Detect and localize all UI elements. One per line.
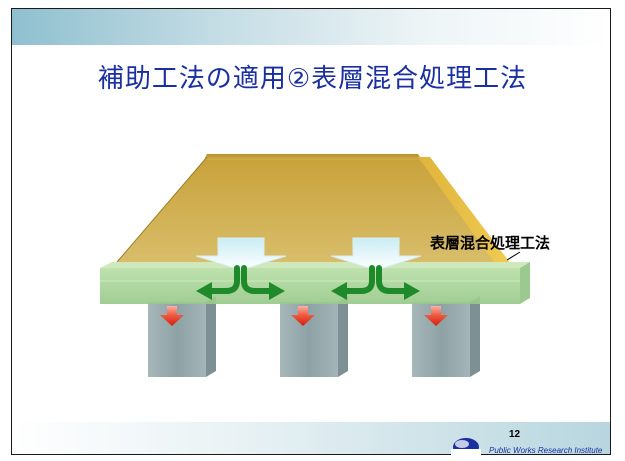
page-number: 12: [509, 429, 521, 440]
pile-group: [148, 296, 480, 377]
pile-center: [280, 296, 348, 377]
pile-right: [412, 296, 480, 377]
slide-frame: [11, 8, 611, 455]
embankment: [116, 154, 514, 268]
load-arrow-right: [330, 237, 422, 271]
stress-spread-arrow-right: [331, 265, 420, 300]
surface-mixing-label: 表層混合処理工法: [430, 234, 551, 252]
institute-name: Public Works Research Institute: [489, 446, 603, 455]
pile-load-arrow-left: [160, 306, 184, 326]
footer-gradient-band: [12, 422, 610, 454]
stress-spread-arrow-left: [196, 265, 285, 300]
pile-left: [148, 296, 216, 377]
header-gradient-band: [12, 9, 610, 45]
slide-title: 補助工法の適用②表層混合処理工法: [97, 64, 528, 94]
embankment-side-face: [418, 157, 514, 268]
load-arrow-left: [195, 237, 287, 271]
pile-load-arrow-center: [291, 306, 315, 326]
pwri-logo-icon: [451, 438, 481, 456]
callout-leader-line: [506, 251, 521, 261]
pile-load-arrow-right: [424, 306, 448, 326]
treated-soil-layer: [100, 262, 530, 304]
